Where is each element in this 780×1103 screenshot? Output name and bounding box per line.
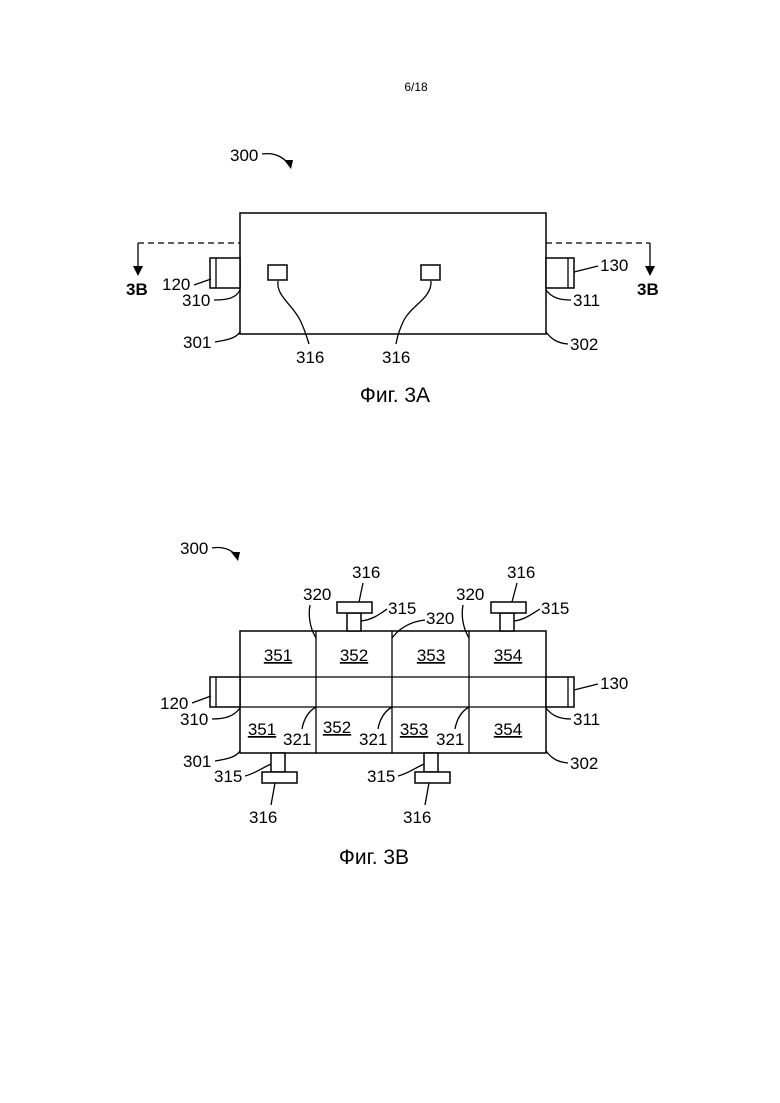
sensor-316-left-3a	[268, 265, 287, 280]
ref-316-left-3a: 316	[296, 348, 324, 367]
cell-353-bottom: 353	[400, 720, 428, 739]
arrowhead	[284, 160, 293, 169]
ref-130-3b: 130	[600, 674, 628, 693]
connector-130-3a	[546, 258, 574, 288]
sensor-316-bottom-left	[262, 772, 297, 783]
ref-321-b: 321	[359, 730, 387, 749]
figure-3a: 300 3B 3B 316 316 120 130 310 311	[126, 146, 659, 407]
ref-300-arrow-fig3a	[262, 154, 291, 166]
ref-302-3a: 302	[570, 335, 598, 354]
ref-315-bottom-left: 315	[214, 767, 242, 786]
sensor-316-bottom-right	[415, 772, 450, 783]
cell-354-bottom: 354	[494, 720, 522, 739]
section-arrowhead-left	[133, 266, 143, 276]
cell-351-top: 351	[264, 646, 292, 665]
ref-300-fig3b: 300	[180, 539, 208, 558]
ref-321-c: 321	[436, 730, 464, 749]
ref-316-bottom-left: 316	[249, 808, 277, 827]
ref-301-3a: 301	[183, 333, 211, 352]
stem-315-bottom-left	[271, 753, 285, 772]
stem-315-bottom-right	[424, 753, 438, 772]
stem-315-top-left	[347, 613, 361, 631]
ref-316-top-right: 316	[507, 563, 535, 582]
figure-3b: 300 351 352 353 354 351 352 353 354 316 …	[160, 539, 628, 869]
ref-311-3a: 311	[573, 291, 600, 310]
cell-351-bottom: 351	[248, 720, 276, 739]
section-label-right: 3B	[637, 280, 659, 299]
caption-fig3b: Фиг. 3В	[339, 846, 409, 869]
ref-310-3a: 310	[182, 291, 210, 310]
ref-315-top-left: 315	[388, 599, 416, 618]
section-label-left: 3B	[126, 280, 148, 299]
ref-302-3b: 302	[570, 754, 598, 773]
ref-311-3b: 311	[573, 710, 600, 729]
ref-316-bottom-right: 316	[403, 808, 431, 827]
connector-120-3b	[210, 677, 240, 707]
ref-320-a: 320	[303, 585, 331, 604]
ref-301-3b: 301	[183, 752, 211, 771]
ref-315-bottom-right: 315	[367, 767, 395, 786]
stem-315-top-right	[500, 613, 514, 631]
sensor-316-top-right	[491, 602, 526, 613]
ref-130-3a: 130	[600, 256, 628, 275]
connector-130-3b	[546, 677, 574, 707]
cell-353-top: 353	[417, 646, 445, 665]
ref-316-top-left: 316	[352, 563, 380, 582]
section-arrowhead-right	[645, 266, 655, 276]
cell-354-top: 354	[494, 646, 522, 665]
sensor-316-right-3a	[421, 265, 440, 280]
ref-310-3b: 310	[180, 710, 208, 729]
connector-120-3a	[210, 258, 240, 288]
ref-315-top-right: 315	[541, 599, 569, 618]
ref-321-a: 321	[283, 730, 311, 749]
caption-fig3a: Фиг. 3А	[360, 384, 430, 407]
ref-300-fig3a: 300	[230, 146, 258, 165]
cell-352-bottom: 352	[323, 718, 351, 737]
sensor-316-top-left	[337, 602, 372, 613]
page-number: 6/18	[404, 80, 428, 94]
cell-352-top: 352	[340, 646, 368, 665]
ref-320-b: 320	[426, 609, 454, 628]
ref-320-c: 320	[456, 585, 484, 604]
ref-316-right-3a: 316	[382, 348, 410, 367]
